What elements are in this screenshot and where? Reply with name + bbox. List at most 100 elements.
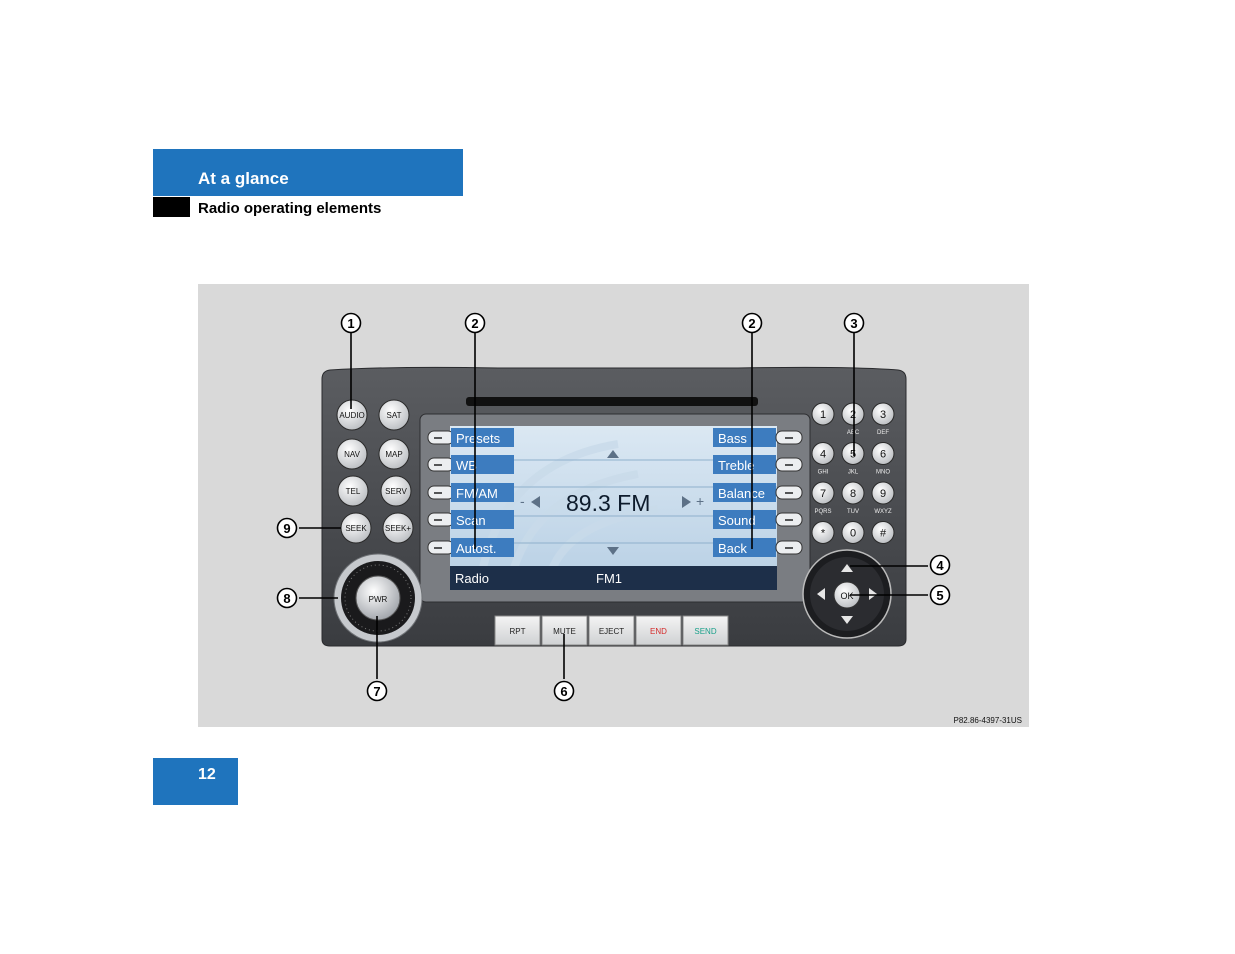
button-audio[interactable]: AUDIO bbox=[336, 399, 368, 431]
volume-knob[interactable]: PWR bbox=[333, 553, 423, 643]
callout-2: 2 bbox=[741, 312, 763, 334]
callout-number: 5 bbox=[936, 588, 943, 603]
button-seek-plus[interactable]: SEEK+ bbox=[382, 512, 414, 544]
keypad-digit: 6 bbox=[880, 449, 886, 461]
button-label: SERV bbox=[385, 487, 407, 496]
button-label: SAT bbox=[387, 411, 402, 420]
button-label: RPT bbox=[510, 627, 526, 636]
callout-number: 8 bbox=[283, 591, 290, 606]
section-header: At a glance bbox=[153, 149, 463, 196]
keypad-key-star[interactable]: * bbox=[811, 521, 835, 544]
keypad-digit: 2 bbox=[850, 409, 856, 421]
keypad-digit: 8 bbox=[850, 488, 856, 500]
soft-key-left-1[interactable]: Presets bbox=[427, 428, 514, 447]
nav-right-icon[interactable] bbox=[869, 588, 877, 600]
button-serv[interactable]: SERV bbox=[380, 475, 412, 507]
soft-key-right-label: Treble bbox=[718, 458, 754, 473]
callout-1: 1 bbox=[340, 312, 362, 334]
callout-5: 5 bbox=[929, 584, 951, 606]
down-arrow-icon bbox=[607, 547, 619, 555]
button-eject[interactable]: EJECT bbox=[588, 615, 635, 646]
button-label: TEL bbox=[346, 487, 361, 496]
keypad-digit: 0 bbox=[850, 528, 856, 540]
keypad-digit: 7 bbox=[820, 488, 826, 500]
keypad-digit: 1 bbox=[820, 409, 826, 421]
button-label: AUDIO bbox=[339, 411, 364, 420]
soft-key-left-4[interactable]: Scan bbox=[427, 510, 514, 529]
power-label: PWR bbox=[369, 595, 388, 604]
soft-key-left-3[interactable]: FM/AM bbox=[427, 483, 514, 502]
keypad-digit: 9 bbox=[880, 488, 886, 500]
subsection-marker bbox=[153, 197, 190, 217]
nav-up-icon[interactable] bbox=[841, 564, 853, 572]
button-map[interactable]: MAP bbox=[378, 438, 410, 470]
button-end[interactable]: END bbox=[635, 615, 682, 646]
callout-number: 6 bbox=[560, 684, 567, 699]
keypad-key-0[interactable]: 0 bbox=[841, 521, 865, 544]
page-number-box: 12 bbox=[153, 758, 238, 805]
keypad-digit: 3 bbox=[880, 409, 886, 421]
callout-number: 9 bbox=[283, 521, 290, 536]
keypad-letters: TUV bbox=[847, 509, 859, 515]
keypad-digit: * bbox=[821, 528, 826, 540]
button-send[interactable]: SEND bbox=[682, 615, 729, 646]
button-sat[interactable]: SAT bbox=[378, 399, 410, 431]
soft-key-right-5[interactable]: Back bbox=[713, 538, 803, 557]
figure-code: P82.86-4397-31US bbox=[954, 716, 1023, 725]
left-button-bank: AUDIO SAT NAV MAP TEL SERV SEEK SEEK+ bbox=[336, 399, 414, 544]
callout-3: 3 bbox=[843, 312, 865, 334]
keypad-letters: PQRS bbox=[814, 509, 831, 515]
callout-number: 2 bbox=[748, 316, 755, 331]
status-left: Radio bbox=[455, 571, 489, 586]
nav-down-icon[interactable] bbox=[841, 616, 853, 624]
soft-key-right-3[interactable]: Balance bbox=[713, 483, 803, 502]
tune-right-icon bbox=[682, 496, 691, 508]
callout-number: 1 bbox=[347, 316, 354, 331]
callout-7: 7 bbox=[366, 680, 388, 702]
soft-key-right-label: Balance bbox=[718, 486, 765, 501]
callout-number: 7 bbox=[373, 684, 380, 699]
callout-leaders bbox=[299, 332, 928, 679]
soft-key-right-label: Bass bbox=[718, 431, 747, 446]
soft-key-left-label: Scan bbox=[456, 513, 486, 528]
soft-key-right-2[interactable]: Treble bbox=[713, 455, 803, 474]
nav-left-icon[interactable] bbox=[817, 588, 825, 600]
keypad-digit: 5 bbox=[850, 449, 856, 461]
soft-key-right-label: Back bbox=[718, 541, 747, 556]
button-rpt[interactable]: RPT bbox=[494, 615, 541, 646]
soft-key-left-label: Autost. bbox=[456, 541, 496, 556]
cd-slot bbox=[466, 397, 758, 406]
navigation-controller[interactable]: OK bbox=[802, 549, 892, 639]
button-seek[interactable]: SEEK bbox=[340, 512, 372, 544]
keypad-letters: DEF bbox=[877, 430, 889, 436]
soft-key-right-1[interactable]: Bass bbox=[713, 428, 803, 447]
section-title: At a glance bbox=[198, 169, 289, 188]
tune-plus: + bbox=[696, 493, 704, 509]
keypad-key-hash[interactable]: # bbox=[871, 521, 895, 544]
soft-key-right-4[interactable]: Sound bbox=[713, 510, 803, 529]
callout-2: 2 bbox=[464, 312, 486, 334]
up-arrow-icon bbox=[607, 450, 619, 458]
button-tel[interactable]: TEL bbox=[337, 475, 369, 507]
soft-key-left-2[interactable]: WB bbox=[427, 455, 514, 474]
keypad-letters: GHI bbox=[818, 470, 829, 476]
soft-key-left-5[interactable]: Autost. bbox=[427, 538, 514, 557]
keypad-digit: # bbox=[880, 528, 887, 540]
subsection-title: Radio operating elements bbox=[198, 200, 382, 217]
callout-number: 3 bbox=[850, 316, 857, 331]
keypad-key-1[interactable]: 1 bbox=[811, 402, 835, 426]
button-nav[interactable]: NAV bbox=[336, 438, 368, 470]
frequency-readout: 89.3 FM bbox=[566, 490, 650, 516]
callout-6: 6 bbox=[553, 680, 575, 702]
callout-number: 2 bbox=[471, 316, 478, 331]
